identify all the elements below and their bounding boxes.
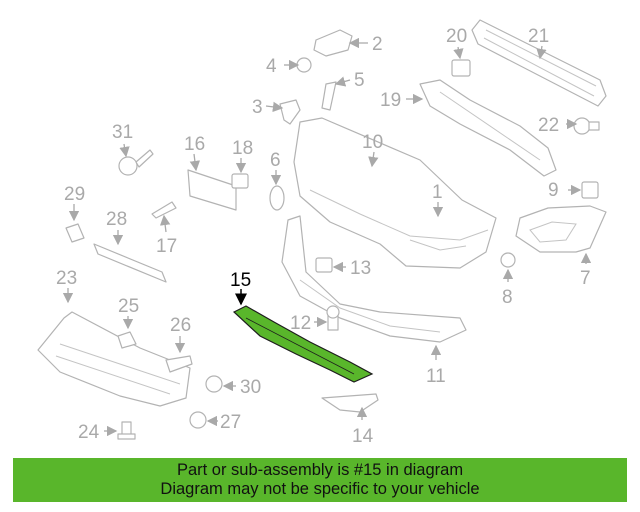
callout-7: 7 bbox=[580, 268, 591, 289]
callout-29: 29 bbox=[64, 184, 85, 205]
callout-25: 25 bbox=[118, 296, 139, 317]
callout-12: 12 bbox=[290, 313, 311, 334]
part-4-grommet[interactable] bbox=[296, 57, 312, 73]
part-12-bolt[interactable] bbox=[326, 305, 340, 331]
part-31-sensor[interactable] bbox=[118, 149, 154, 176]
info-banner: Part or sub-assembly is #15 in diagram D… bbox=[13, 458, 627, 502]
callout-21: 21 bbox=[528, 26, 549, 47]
callout-15: 15 bbox=[230, 270, 251, 291]
callout-8: 8 bbox=[502, 287, 513, 308]
part-8-bolt[interactable] bbox=[500, 252, 516, 268]
callout-26: 26 bbox=[170, 315, 191, 336]
callout-1: 1 bbox=[432, 182, 443, 203]
callout-24: 24 bbox=[78, 422, 100, 443]
callout-18: 18 bbox=[232, 138, 253, 159]
part-9-clip[interactable] bbox=[581, 181, 599, 199]
callout-5: 5 bbox=[354, 70, 365, 91]
callout-9: 9 bbox=[548, 180, 559, 201]
part-14-strip[interactable] bbox=[321, 393, 379, 413]
part-5-pin[interactable] bbox=[321, 81, 337, 111]
callout-28: 28 bbox=[106, 209, 127, 230]
part-15-shape bbox=[232, 305, 374, 383]
part-7-bezel[interactable] bbox=[515, 205, 607, 253]
part-16-plate-bracket[interactable] bbox=[187, 169, 237, 211]
part-24-bolt[interactable] bbox=[117, 421, 136, 440]
part-18-clip[interactable] bbox=[231, 173, 249, 189]
part-25-clip[interactable] bbox=[117, 331, 137, 349]
part-30-nut[interactable] bbox=[205, 375, 223, 393]
part-27-nut[interactable] bbox=[189, 411, 207, 429]
callout-10: 10 bbox=[362, 132, 383, 153]
part-13-clip[interactable] bbox=[315, 257, 333, 273]
callout-20: 20 bbox=[446, 26, 467, 47]
part-29-bolt[interactable] bbox=[65, 223, 85, 243]
part-26-bracket[interactable] bbox=[165, 355, 193, 373]
parts-diagram: 1 2 3 4 5 6 7 8 9 10 11 12 13 14 15 16 1… bbox=[37, 19, 607, 447]
part-6-ring[interactable] bbox=[269, 185, 285, 211]
part-3-clip[interactable] bbox=[279, 99, 301, 125]
callout-4: 4 bbox=[266, 56, 277, 77]
callout-11: 11 bbox=[426, 366, 446, 387]
callout-3: 3 bbox=[252, 97, 263, 118]
callout-31: 31 bbox=[112, 122, 133, 143]
part-28-wiring-bracket[interactable] bbox=[93, 243, 167, 283]
callout-6: 6 bbox=[270, 150, 281, 171]
callout-22: 22 bbox=[538, 115, 559, 136]
callout-17: 17 bbox=[156, 236, 177, 257]
callout-19: 19 bbox=[380, 90, 401, 111]
part-1-bumper-cover[interactable] bbox=[293, 117, 497, 269]
callout-30: 30 bbox=[240, 377, 261, 398]
part-20-clip[interactable] bbox=[451, 59, 471, 77]
callout-27: 27 bbox=[220, 412, 241, 433]
part-23-under-shield[interactable] bbox=[37, 311, 191, 407]
banner-line-1: Part or sub-assembly is #15 in diagram bbox=[176, 461, 464, 479]
callout-14: 14 bbox=[352, 426, 374, 447]
callout-13: 13 bbox=[350, 258, 371, 279]
banner-line-2: Diagram may not be specific to your vehi… bbox=[160, 480, 480, 498]
part-2-bracket[interactable] bbox=[313, 29, 353, 57]
callout-23: 23 bbox=[56, 268, 77, 289]
part-17-pin[interactable] bbox=[151, 201, 177, 219]
part-22-nut[interactable] bbox=[573, 117, 600, 135]
callout-2: 2 bbox=[372, 34, 383, 55]
callout-16: 16 bbox=[184, 134, 205, 155]
part-15-air-deflector[interactable] bbox=[232, 305, 374, 383]
leader-lines bbox=[62, 37, 592, 437]
part-19-bracket[interactable] bbox=[419, 79, 557, 177]
part-15-detail bbox=[245, 317, 355, 375]
